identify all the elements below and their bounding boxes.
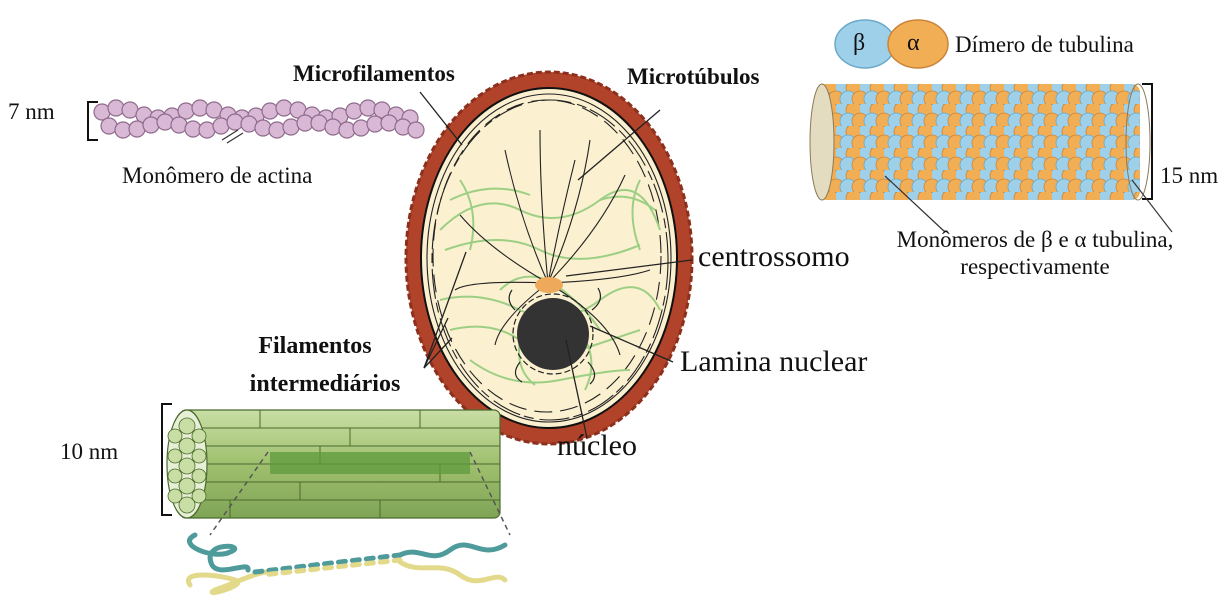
tubulin-dimer-label: Dímero de tubulina (955, 33, 1134, 56)
beta-symbol: β (853, 31, 865, 55)
centrosome-label: centrossomo (698, 242, 850, 272)
centrosome (535, 277, 563, 293)
microfilaments-label: Microfilamentos (293, 62, 455, 85)
nuclear-lamina-label: Lamina nuclear (680, 347, 867, 377)
tubulin-monomers-label-line2: respectivamente (870, 255, 1200, 278)
tubulin-dimer-icon (835, 20, 948, 68)
nucleus (517, 298, 589, 370)
intermediate-filament-bundle (167, 410, 500, 518)
microtubule-size-label: 15 nm (1160, 164, 1218, 187)
microtubules-label: Microtúbulos (627, 65, 759, 88)
actin-size-label: 7 nm (8, 100, 55, 123)
nucleus-label: núcleo (557, 431, 637, 461)
intermediate-filaments-label-line2: intermediários (235, 372, 415, 396)
intermediate-size-label: 10 nm (60, 440, 118, 463)
coiled-coil-dimer (188, 535, 505, 593)
intermediate-filaments-label-line1: Filamentos (240, 334, 390, 358)
tubulin-monomers-label-line1: Monômeros de β e α tubulina, (870, 228, 1200, 251)
microtubule-cylinder (810, 84, 1150, 200)
actin-monomer-label: Monômero de actina (122, 164, 312, 187)
alpha-symbol: α (907, 31, 920, 55)
actin-filament (94, 100, 424, 138)
cytoplasm (421, 88, 677, 428)
